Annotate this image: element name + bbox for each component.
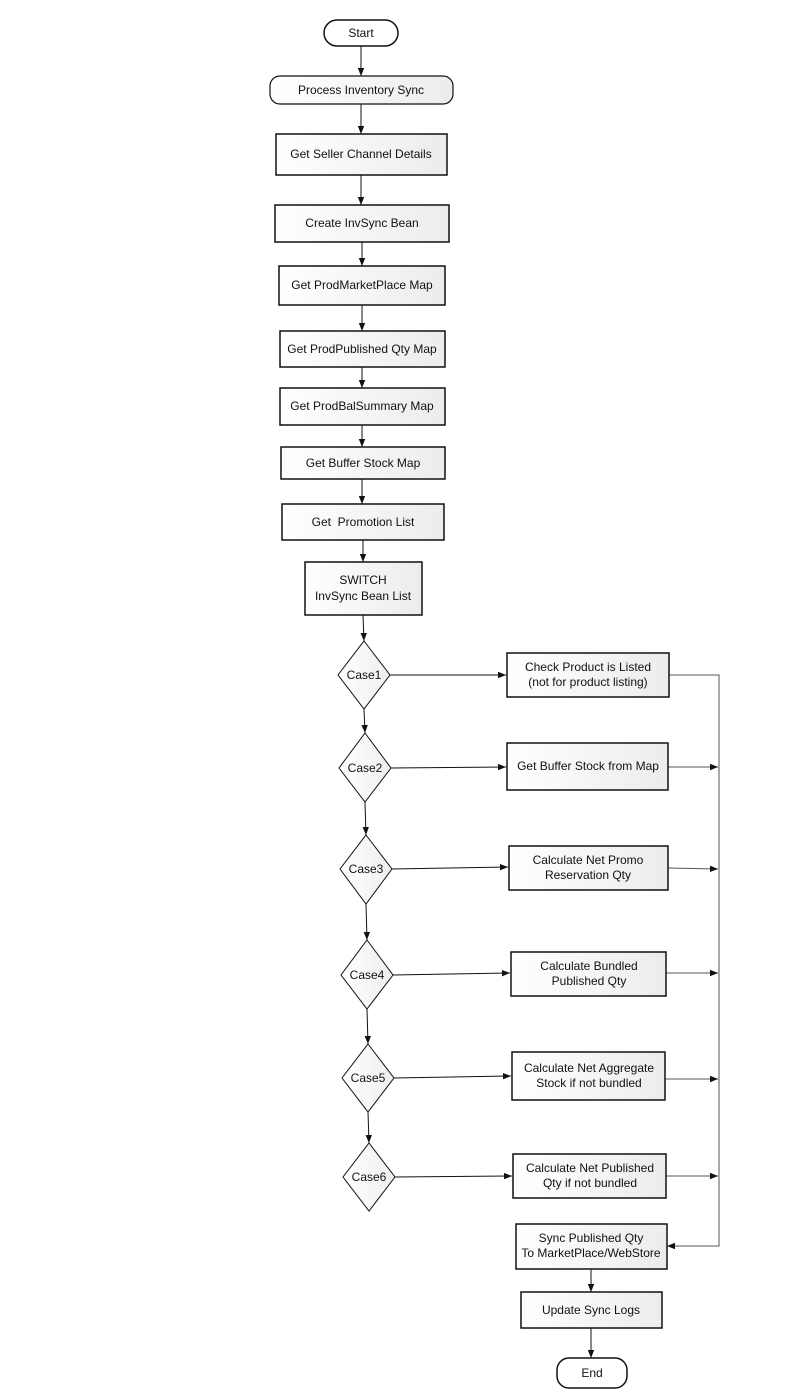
arrow-action3-to-collector [667,865,719,873]
get-prodpublished-qty-map-node: Get ProdPublished Qty Map [279,330,446,368]
case-connectors [390,671,513,1180]
get-seller-channel-details-label: Get Seller Channel Details [290,147,431,161]
collector-connectors [665,674,720,1250]
case3-label: Case3 [349,862,384,876]
update-sync-logs-node: Update Sync Logs [520,1291,663,1329]
case6-action-line1: Calculate Net Published [526,1161,654,1175]
case4-action-line2: Published Qty [552,974,627,988]
switch-label-line2: InvSync Bean List [315,589,412,603]
case3-action-line2: Reservation Qty [545,868,631,882]
get-buffer-stock-map-label: Get Buffer Stock Map [306,456,421,470]
collector-line [667,674,720,1250]
case5-action-node: Calculate Net Aggregate Stock if not bun… [511,1051,666,1101]
case2-action-node: Get Buffer Stock from Map [506,742,669,791]
create-invsync-bean-label: Create InvSync Bean [305,216,418,230]
case3-decision: Case3 [339,834,393,905]
case1-action-node: Check Product is Listed (not for product… [506,652,670,698]
case4-action-line1: Calculate Bundled [540,959,637,973]
end-label: End [581,1366,602,1380]
get-prodbalsummary-map-label: Get ProdBalSummary Map [290,399,434,413]
arrow-case3-to-action [391,863,509,871]
case2-action-line1: Get Buffer Stock from Map [517,759,659,773]
get-seller-channel-details-node: Get Seller Channel Details [275,133,448,176]
case6-action-node: Calculate Net Published Qty if not bundl… [512,1153,667,1199]
create-invsync-bean-node: Create InvSync Bean [274,204,450,243]
case3-action-line1: Calculate Net Promo [533,853,644,867]
sync-published-qty-line2: To MarketPlace/WebStore [521,1246,660,1260]
case1-action-line2: (not for product listing) [528,675,647,689]
case5-decision: Case5 [341,1043,395,1113]
case2-decision: Case2 [338,732,392,803]
arrow-case3-to-case4 [363,903,370,941]
get-prodpublished-qty-map-label: Get ProdPublished Qty Map [287,342,437,356]
case4-action-node: Calculate Bundled Published Qty [510,951,667,997]
arrow-case1-to-case2 [361,708,368,734]
case4-decision: Case4 [340,939,394,1010]
main-connectors [357,46,595,1358]
sync-published-qty-node: Sync Published Qty To MarketPlace/WebSto… [515,1223,668,1270]
process-inventory-sync-node: Process Inventory Sync [269,75,454,105]
get-promotion-list-node: Get Promotion List [281,503,445,541]
switch-label-line1: SWITCH [339,573,386,587]
get-prodmarketplace-map-node: Get ProdMarketPlace Map [278,265,446,306]
arrow-case6-to-action [394,1172,513,1180]
arrow-switch-to-case1 [360,614,367,642]
case5-action-line2: Stock if not bundled [536,1076,641,1090]
get-prodbalsummary-map-node: Get ProdBalSummary Map [279,387,446,426]
case5-action-line1: Calculate Net Aggregate [524,1061,654,1075]
arrow-case2-to-action [390,763,507,771]
case2-label: Case2 [348,761,383,775]
case1-label: Case1 [347,668,382,682]
start-node: Start [323,19,399,47]
end-node: End [556,1357,628,1389]
case6-label: Case6 [352,1170,387,1184]
case1-action-line1: Check Product is Listed [525,660,651,674]
arrow-case5-to-action [393,1072,512,1080]
get-prodmarketplace-map-label: Get ProdMarketPlace Map [291,278,433,292]
update-sync-logs-label: Update Sync Logs [542,1303,640,1317]
start-label: Start [348,26,374,40]
case3-action-node: Calculate Net Promo Reservation Qty [508,845,669,891]
arrow-case4-to-action [392,969,511,977]
arrow-case5-to-case6 [365,1111,372,1144]
case6-action-line2: Qty if not bundled [543,1176,637,1190]
switch-node: SWITCH InvSync Bean List [304,561,423,616]
case1-decision: Case1 [337,640,391,710]
arrow-case4-to-case5 [364,1008,371,1045]
get-promotion-list-label: Get Promotion List [312,515,415,529]
get-buffer-stock-map-node: Get Buffer Stock Map [280,446,446,480]
arrow-case2-to-case3 [362,801,369,836]
case4-label: Case4 [350,968,385,982]
sync-published-qty-line1: Sync Published Qty [539,1231,644,1245]
case5-label: Case5 [351,1071,386,1085]
case6-decision: Case6 [342,1142,396,1212]
process-inventory-sync-label: Process Inventory Sync [298,83,424,97]
